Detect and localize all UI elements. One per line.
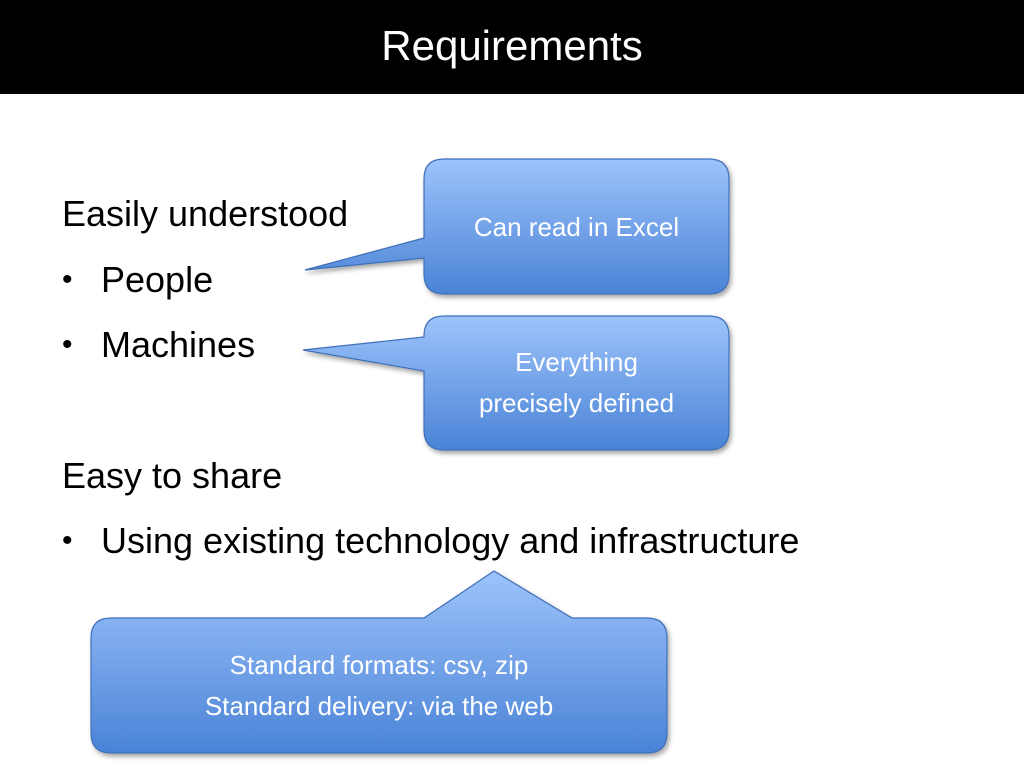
bullet-existing-technology: Using existing technology and infrastruc… <box>101 520 800 561</box>
bullet-people: People <box>101 259 214 300</box>
callout-standards-text: Standard formats: csv, zip Standard deli… <box>91 645 667 727</box>
callout-precisely-defined-shape <box>302 315 730 451</box>
callout-line: Can read in Excel <box>473 212 680 242</box>
callout-excel-shape <box>304 158 730 295</box>
section-heading-easily-understood: Easily understood <box>62 193 349 234</box>
callout-standards-shape <box>90 570 668 754</box>
callout-excel-text: Can read in Excel <box>424 207 729 248</box>
callout-line: Standard formats: csv, zip <box>229 650 529 680</box>
bullet-dot: • <box>62 263 73 296</box>
title-bar: Requirements <box>0 0 1024 94</box>
section-heading-easy-to-share: Easy to share <box>62 455 283 496</box>
bullet-dot: • <box>62 524 73 557</box>
bullet-dot: • <box>62 328 73 361</box>
callout-precisely-defined-text: Everything precisely defined <box>424 342 729 424</box>
bullet-machines: Machines <box>101 324 256 365</box>
callout-line: Everything <box>515 347 638 377</box>
callout-line: Standard delivery: via the web <box>204 691 554 721</box>
callout-line: precisely defined <box>478 388 675 418</box>
slide-title: Requirements <box>381 22 643 69</box>
